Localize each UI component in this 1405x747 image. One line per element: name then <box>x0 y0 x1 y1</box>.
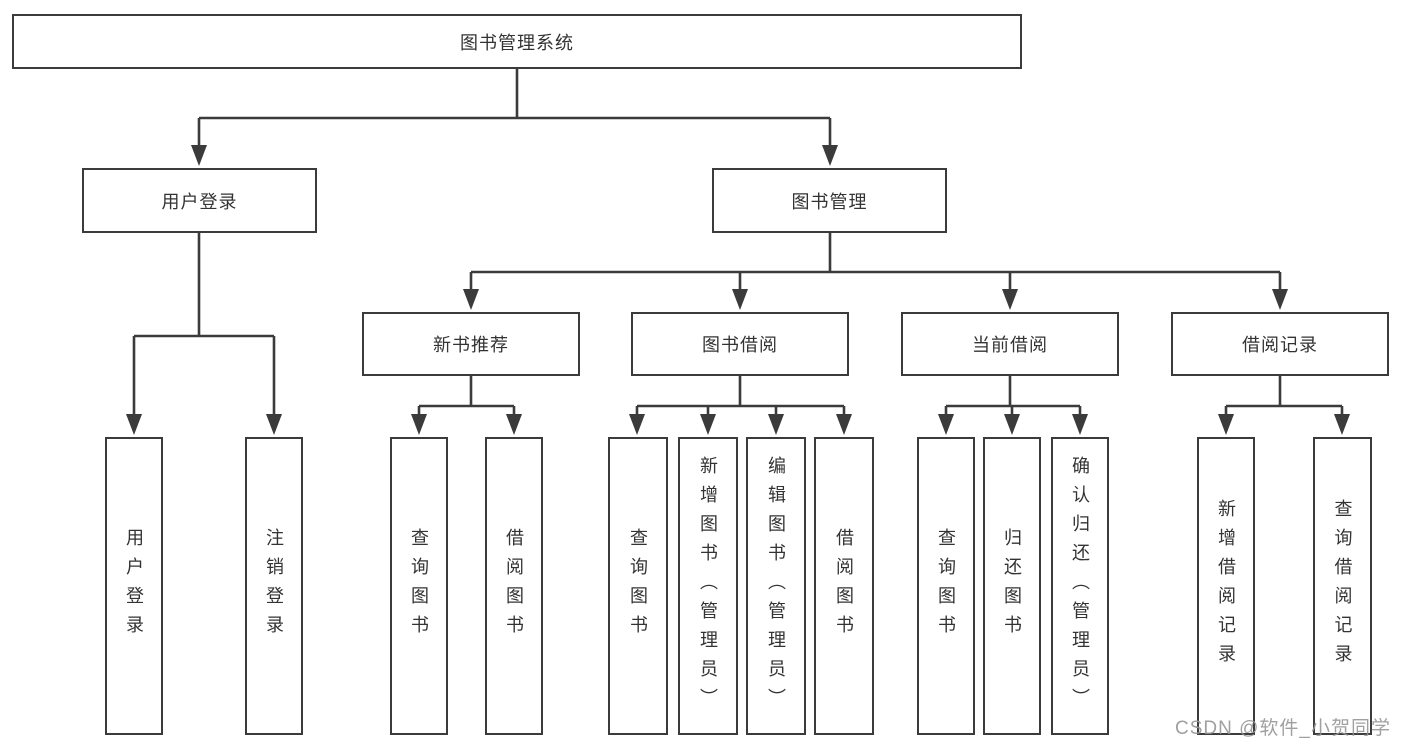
connector-root-to-level2 <box>191 69 838 166</box>
leaf-add-book-admin: 新增图书（管理员） <box>678 437 738 735</box>
leaf-query-books-borrow: 查询图书 <box>608 437 668 735</box>
node-root-label: 图书管理系统 <box>460 32 574 53</box>
node-new-book-recommend: 新书推荐 <box>362 312 580 376</box>
leaf-logout: 注销登录 <box>245 437 303 735</box>
leaf-add-borrow-record: 新增借阅记录 <box>1197 437 1255 735</box>
leaf-user-login: 用户登录 <box>105 437 163 735</box>
leaf-edit-book-admin: 编辑图书（管理员） <box>746 437 806 735</box>
node-borrow-records: 借阅记录 <box>1171 312 1389 376</box>
leaf-query-books-current-label: 查询图书 <box>936 528 956 644</box>
leaf-query-books-current: 查询图书 <box>917 437 975 735</box>
connector-borrow-records-children <box>1218 376 1350 435</box>
leaf-edit-book-admin-label: 编辑图书（管理员） <box>766 455 786 717</box>
connector-current-borrow-children <box>938 376 1088 435</box>
node-book-borrow: 图书借阅 <box>631 312 849 376</box>
node-borrow-records-label: 借阅记录 <box>1242 335 1318 355</box>
leaf-query-borrow-record: 查询借阅记录 <box>1313 437 1372 735</box>
node-book-management: 图书管理 <box>712 168 947 233</box>
leaf-borrow-books-2-label: 借阅图书 <box>834 528 854 644</box>
leaf-query-books-recommend-label: 查询图书 <box>409 528 429 644</box>
leaf-borrow-books-recommend-label: 借阅图书 <box>504 528 524 644</box>
leaf-logout-label: 注销登录 <box>264 528 284 644</box>
connector-book-borrow-children <box>629 376 852 435</box>
node-new-book-recommend-label: 新书推荐 <box>433 335 509 355</box>
leaf-query-books-borrow-label: 查询图书 <box>628 528 648 644</box>
leaf-query-borrow-record-label: 查询借阅记录 <box>1332 499 1353 673</box>
node-user-login: 用户登录 <box>82 168 317 233</box>
node-current-borrow: 当前借阅 <box>901 312 1119 376</box>
connector-book-management-children <box>463 233 1288 310</box>
node-book-borrow-label: 图书借阅 <box>702 335 778 355</box>
node-user-login-label: 用户登录 <box>161 191 238 212</box>
connector-user-login-children <box>126 233 282 435</box>
leaf-return-book-label: 归还图书 <box>1002 528 1022 644</box>
leaf-borrow-books-2: 借阅图书 <box>814 437 874 735</box>
leaf-user-login-label: 用户登录 <box>124 528 144 644</box>
leaf-add-borrow-record-label: 新增借阅记录 <box>1216 499 1236 673</box>
node-root: 图书管理系统 <box>12 14 1022 69</box>
leaf-confirm-return-admin: 确认归还（管理员） <box>1051 437 1109 735</box>
leaf-borrow-books-recommend: 借阅图书 <box>485 437 543 735</box>
node-current-borrow-label: 当前借阅 <box>972 335 1048 355</box>
leaf-confirm-return-admin-label: 确认归还（管理员） <box>1070 455 1090 717</box>
leaf-return-book: 归还图书 <box>983 437 1041 735</box>
csdn-watermark: CSDN @软件_小贺同学 <box>1175 718 1391 739</box>
node-book-management-label: 图书管理 <box>791 191 868 212</box>
leaf-add-book-admin-label: 新增图书（管理员） <box>698 455 718 717</box>
connector-new-book-children <box>411 376 522 435</box>
leaf-query-books-recommend: 查询图书 <box>390 437 448 735</box>
